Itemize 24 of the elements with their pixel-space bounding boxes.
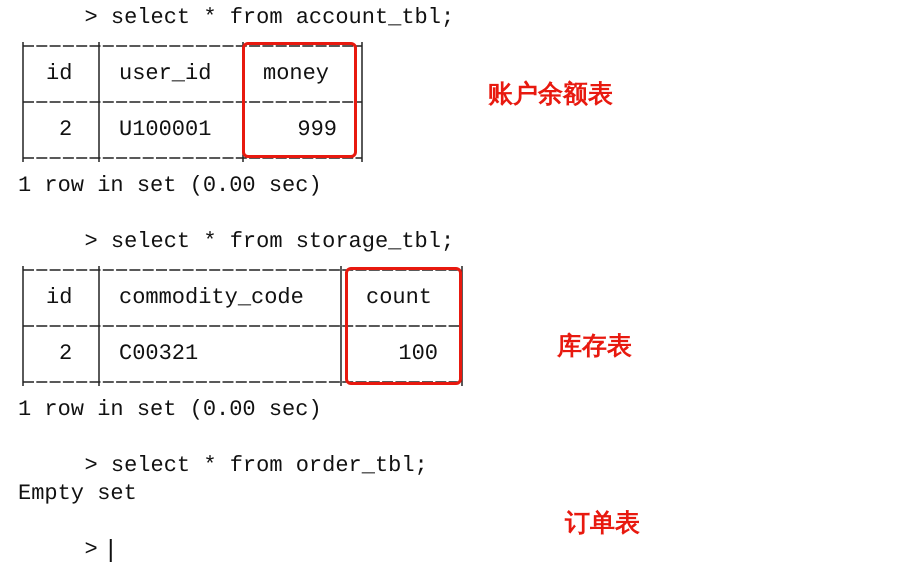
table-cell: U100001 <box>119 116 212 144</box>
highlight-box <box>242 42 357 158</box>
column-header: user_id <box>119 60 212 88</box>
table-cell: C00321 <box>119 340 198 368</box>
result-summary: 1 row in set (0.00 sec) <box>18 396 322 424</box>
annotation-label: 库存表 <box>557 330 632 362</box>
column-header: id <box>46 60 72 88</box>
table-cell: 2 <box>59 116 72 144</box>
table-cell: 999 <box>297 116 337 144</box>
table-cell: 2 <box>59 340 72 368</box>
annotation-label: 订单表 <box>565 507 640 539</box>
command-line: > select * from storage_tbl; <box>84 228 454 256</box>
column-header: money <box>263 60 330 88</box>
annotation-label: 账户余额表 <box>488 78 613 110</box>
prompt: > <box>84 536 98 564</box>
result-summary: 1 row in set (0.00 sec) <box>18 172 322 200</box>
command-line: > select * from account_tbl; <box>84 4 454 32</box>
column-header: commodity_code <box>119 284 304 312</box>
command-line: > select * from order_tbl; <box>84 452 428 480</box>
column-header: count <box>366 284 432 312</box>
highlight-box <box>345 267 462 385</box>
column-header: id <box>46 284 72 312</box>
table-cell: 100 <box>398 340 438 368</box>
result-summary: Empty set <box>18 480 137 508</box>
